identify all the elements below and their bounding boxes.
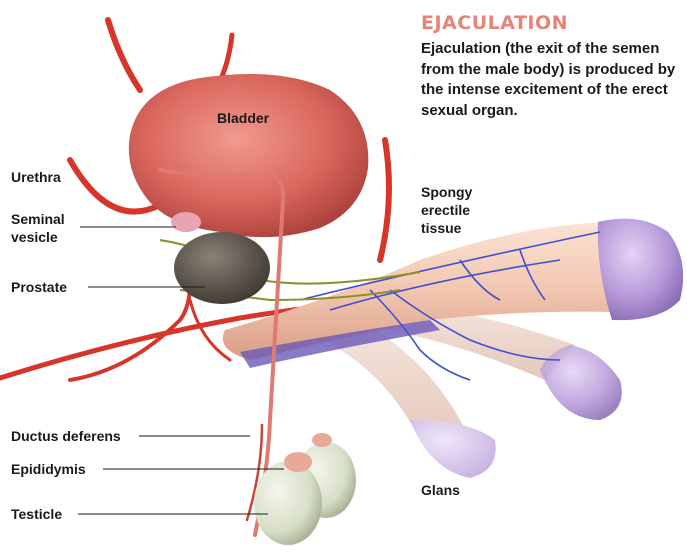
label-epididymis: Epididymis (11, 461, 86, 478)
label-bladder: Bladder (217, 110, 269, 127)
label-glans: Glans (421, 482, 460, 499)
seminal-vesicle (171, 212, 201, 232)
diagram-title: EJACULATION (421, 12, 568, 34)
label-seminal-vesicle-line1: Seminal (11, 211, 65, 228)
label-ductus-deferens: Ductus deferens (11, 428, 121, 445)
label-prostate: Prostate (11, 279, 67, 296)
diagram-description: Ejaculation (the exit of the semen from … (421, 39, 683, 121)
label-spongy-line3: tissue (421, 220, 461, 237)
prostate (174, 232, 270, 304)
bladder (129, 74, 369, 237)
label-seminal-vesicle-line2: vesicle (11, 229, 58, 246)
label-spongy-line1: Spongy (421, 184, 472, 201)
label-urethra: Urethra (11, 169, 61, 186)
label-spongy-line2: erectile (421, 202, 470, 219)
label-testicle: Testicle (11, 506, 62, 523)
